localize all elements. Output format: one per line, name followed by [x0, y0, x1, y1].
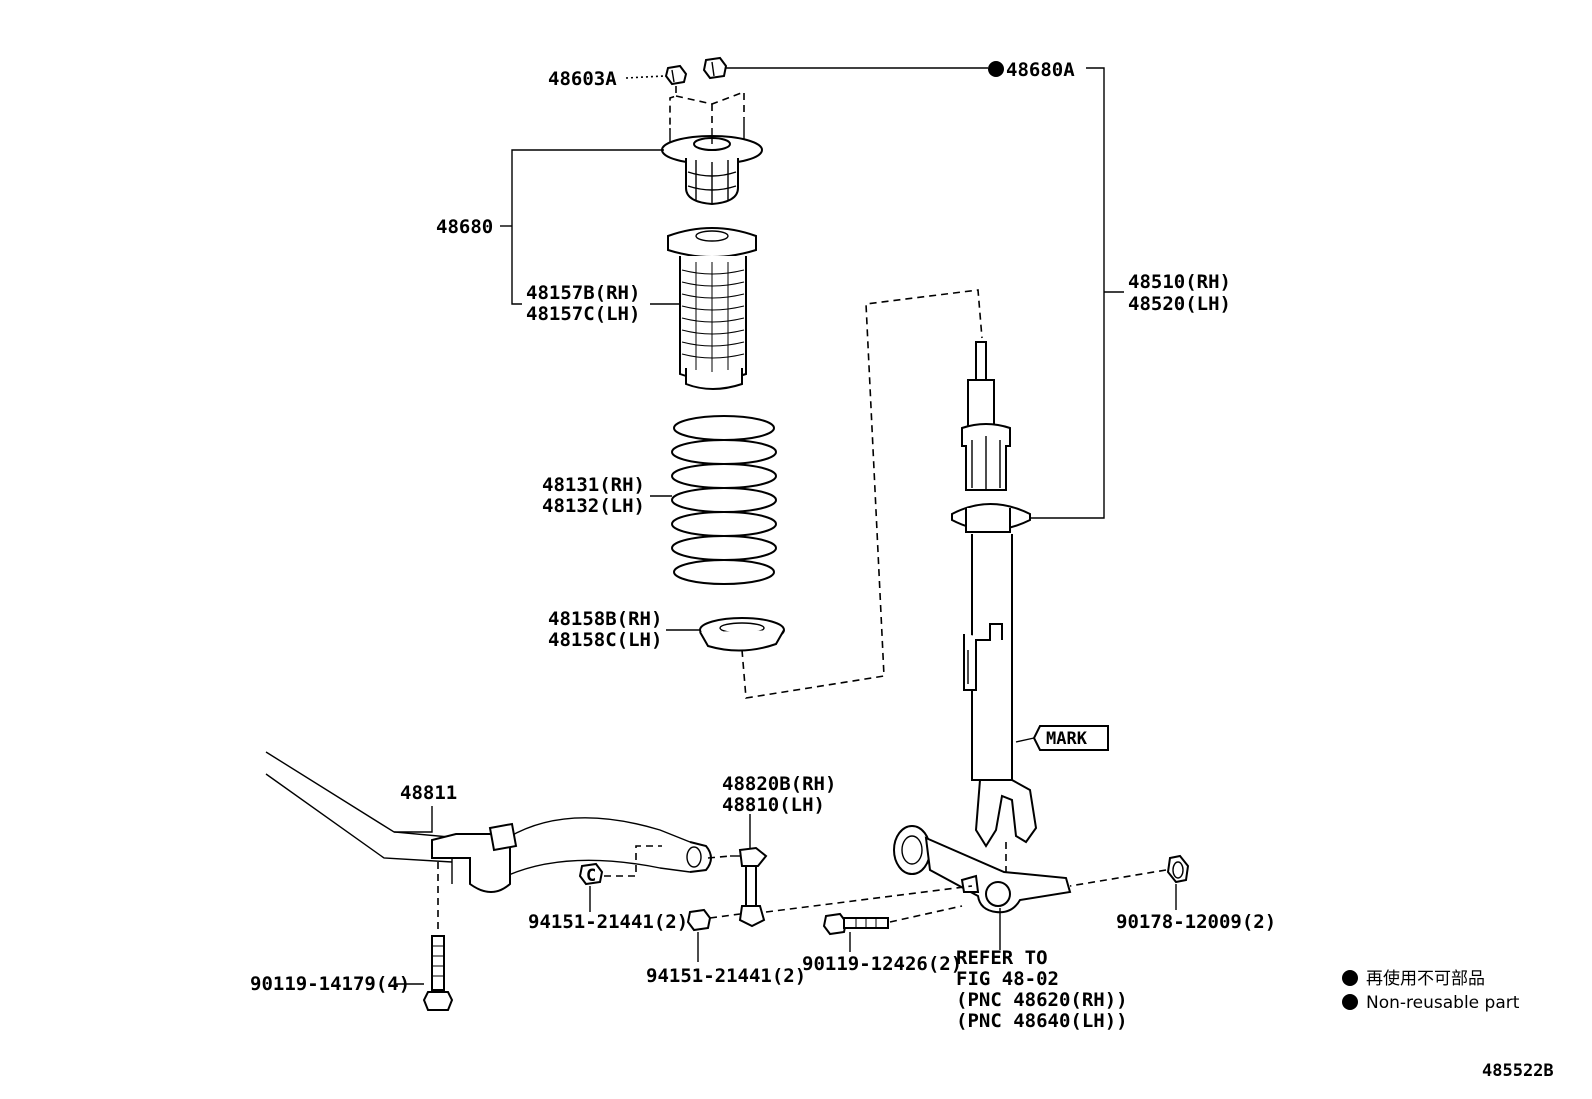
- label-48820b: 48820B(RH): [722, 773, 836, 795]
- label-48132: 48132(LH): [542, 495, 645, 517]
- mark-tag: [1015, 725, 1109, 751]
- nut-48680a-drawing: [702, 56, 728, 80]
- label-94151-a: 94151-21441(2): [528, 911, 688, 933]
- non-reusable-bullet-48680a: [988, 61, 1004, 77]
- stabilizer-bushing-drawing: [431, 822, 518, 893]
- label-48680: 48680: [436, 216, 493, 238]
- link-arm-guide: [765, 885, 973, 913]
- bump-stopper-48157-drawing: [667, 227, 757, 390]
- refer-note: REFER TO FIG 48-02 (PNC 48620(RH)) (PNC …: [956, 947, 1128, 1032]
- label-90119-14179: 90119-14179(4): [250, 973, 410, 995]
- bolt-90119-14179-drawing: [422, 935, 454, 1011]
- leader-lines: [394, 67, 1177, 985]
- nut-arm-guide: [1069, 869, 1167, 887]
- coil-spring-48131-drawing: [671, 415, 777, 585]
- refer-line-2: FIG 48-02: [956, 968, 1059, 990]
- label-48157c: 48157C(LH): [526, 303, 640, 325]
- refer-line-3: (PNC 48620(RH)): [956, 989, 1128, 1011]
- lower-insulator-48158-drawing: [699, 617, 785, 652]
- legend-japanese: 再使用不可部品: [1366, 968, 1485, 989]
- nut-94151-b-drawing: [686, 908, 712, 932]
- link-nut-guide: [709, 913, 741, 919]
- nut-a-guide: [604, 845, 662, 877]
- label-48520: 48520(LH): [1128, 293, 1231, 315]
- shock-absorber-48510-drawing: [951, 341, 1038, 848]
- label-90178: 90178-12009(2): [1116, 911, 1276, 933]
- bolt-90119-12426-drawing: [822, 912, 889, 936]
- label-48158c: 48158C(LH): [548, 629, 662, 651]
- link-bar-guide: [707, 855, 731, 859]
- label-48811: 48811: [400, 782, 457, 804]
- figure-id: 485522B: [1482, 1061, 1554, 1081]
- spring-shock-guide: [741, 289, 983, 699]
- legend-english: Non-reusable part: [1366, 993, 1520, 1013]
- refer-line-1: REFER TO: [956, 947, 1048, 969]
- nut-stud-guide: [669, 86, 745, 130]
- label-48157b: 48157B(RH): [526, 282, 640, 304]
- label-48810: 48810(LH): [722, 794, 825, 816]
- lower-arm-drawing: [893, 825, 1072, 914]
- refer-line-4: (PNC 48640(LH)): [956, 1010, 1128, 1032]
- label-94151-b: 94151-21441(2): [646, 965, 806, 987]
- legend-bullet-icon: [1342, 970, 1358, 986]
- upper-support-48680-drawing: [661, 118, 763, 206]
- bolt-arm-guide: [889, 905, 963, 923]
- legend-bullet-icon: [1342, 994, 1358, 1010]
- label-90119-12426: 90119-12426(2): [802, 953, 962, 975]
- label-mark: MARK: [1046, 729, 1088, 749]
- nut-94151-a-drawing: C: [578, 862, 604, 886]
- svg-text:C: C: [586, 866, 596, 886]
- label-48603a: 48603A: [548, 68, 617, 90]
- label-48510: 48510(RH): [1128, 271, 1231, 293]
- label-48680a: 48680A: [1006, 59, 1075, 81]
- nut-48603a-drawing: [664, 64, 688, 86]
- label-48131: 48131(RH): [542, 474, 645, 496]
- label-48158b: 48158B(RH): [548, 608, 662, 630]
- stabilizer-link-drawing: [730, 846, 768, 928]
- nut-90178-drawing: [1166, 854, 1190, 884]
- legend: 再使用不可部品 Non-reusable part: [1342, 968, 1520, 1013]
